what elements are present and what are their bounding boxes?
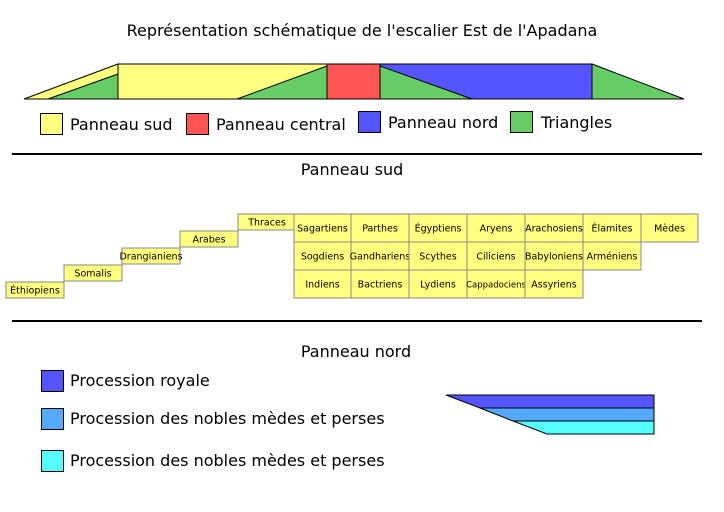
grid-r1-c5-cell bbox=[582, 241, 642, 271]
nord-legend-swatch-0 bbox=[41, 370, 64, 392]
grid-r2-c4-cell bbox=[524, 269, 584, 299]
legend-label-0: Panneau sud bbox=[70, 115, 173, 134]
grid-r0-c1-cell bbox=[350, 213, 410, 243]
legend-label-1: Panneau central bbox=[216, 115, 346, 134]
divider-top bbox=[12, 153, 702, 155]
legend-swatch-2 bbox=[358, 111, 381, 133]
stair-2-cell bbox=[121, 247, 181, 265]
divider-bottom bbox=[12, 320, 702, 322]
grid-r1-c1-label: Gandhariens bbox=[350, 252, 410, 263]
grid-r1-c4-label: Babyloniens bbox=[525, 252, 583, 263]
procession-nobles-band-1 bbox=[479, 407, 655, 422]
legend-label-3: Triangles bbox=[541, 113, 613, 132]
panneau-sud-title: Panneau sud bbox=[300, 160, 404, 179]
grid-r0-c5-label: Élamites bbox=[592, 223, 633, 235]
grid-r0-c1-label: Parthes bbox=[362, 224, 398, 235]
grid-r1-c0-label: Sogdiens bbox=[301, 252, 344, 263]
procession-nobles-band-2 bbox=[512, 420, 655, 435]
nord-legend-label-0: Procession royale bbox=[70, 371, 210, 390]
stair-1-label: Somalis bbox=[74, 269, 111, 280]
panneau-nord-title: Panneau nord bbox=[300, 342, 412, 361]
grid-r0-c4-label: Arachosiens bbox=[525, 224, 583, 235]
grid-r1-c0-cell bbox=[293, 241, 352, 271]
grid-r0-c2-cell bbox=[408, 213, 468, 243]
grid-r0-c3-cell bbox=[466, 213, 526, 243]
grid-r1-c5-label: Arméniens bbox=[587, 252, 638, 263]
panneau-sud-detail: Éthiopiens Somalis Drangianiens Arabes Thrac… bbox=[5, 213, 699, 299]
grid-r2-c1-label: Bactriens bbox=[358, 280, 403, 291]
stair-0-label: Éthiopiens bbox=[10, 285, 60, 297]
nord-legend-swatch-1 bbox=[41, 408, 64, 430]
procession-royale-band bbox=[445, 394, 655, 409]
grid-r2-c3-cell bbox=[466, 269, 526, 299]
grid-r2-c0-cell bbox=[293, 269, 352, 299]
stair-3-label: Arabes bbox=[192, 235, 225, 246]
grid-r1-c3-label: Ciliciens bbox=[476, 252, 515, 263]
grid-r2-c0-label: Indiens bbox=[305, 280, 339, 291]
grid-r2-c2-label: Lydiens bbox=[420, 280, 456, 291]
grid-r0-c5-cell bbox=[582, 213, 642, 243]
grid-r0-c2-label: Égyptiens bbox=[415, 223, 462, 235]
nord-legend-label-2: Procession des nobles mèdes et perses bbox=[70, 451, 385, 470]
grid-r1-c3-cell bbox=[466, 241, 526, 271]
diagram-title: Représentation schématique de l'escalier… bbox=[126, 21, 598, 40]
panneau-central-rect bbox=[326, 63, 381, 100]
grid-r1-c2-label: Scythes bbox=[419, 252, 456, 263]
stair-2-label: Drangianiens bbox=[119, 252, 182, 263]
staircase-schematic bbox=[23, 63, 685, 100]
grid-r0-c0-label: Sagartiens bbox=[297, 224, 348, 235]
grid-r0-c4-cell bbox=[524, 213, 584, 243]
nord-legend-swatch-2 bbox=[41, 450, 64, 472]
grid-r2-c3-label: Cappadociens bbox=[466, 281, 526, 291]
grid-r0-c6-label: Mèdes bbox=[654, 224, 685, 235]
stair-4-label: Thraces bbox=[247, 218, 286, 229]
nord-left-triangle bbox=[379, 65, 473, 100]
grid-r2-c2-cell bbox=[408, 269, 468, 299]
legend-swatch-0 bbox=[40, 113, 63, 135]
panneau-nord-schematic bbox=[445, 394, 655, 435]
legend-swatch-3 bbox=[510, 111, 533, 133]
nord-legend-label-1: Procession des nobles mèdes et perses bbox=[70, 409, 385, 428]
grid-r2-c4-label: Assyriens bbox=[531, 280, 576, 291]
stair-3-cell bbox=[179, 230, 239, 248]
legend-swatch-1 bbox=[186, 113, 209, 135]
grid-r2-c1-cell bbox=[350, 269, 410, 299]
grid-r1-c2-cell bbox=[408, 241, 468, 271]
grid-r1-c4-cell bbox=[524, 241, 584, 271]
stair-1-cell bbox=[63, 264, 123, 282]
stair-0-cell bbox=[5, 281, 65, 299]
grid-r0-c3-label: Aryens bbox=[480, 224, 513, 235]
nord-outer-triangle bbox=[591, 63, 685, 100]
grid-r0-c6-cell bbox=[640, 213, 699, 243]
legend-label-2: Panneau nord bbox=[388, 113, 499, 132]
